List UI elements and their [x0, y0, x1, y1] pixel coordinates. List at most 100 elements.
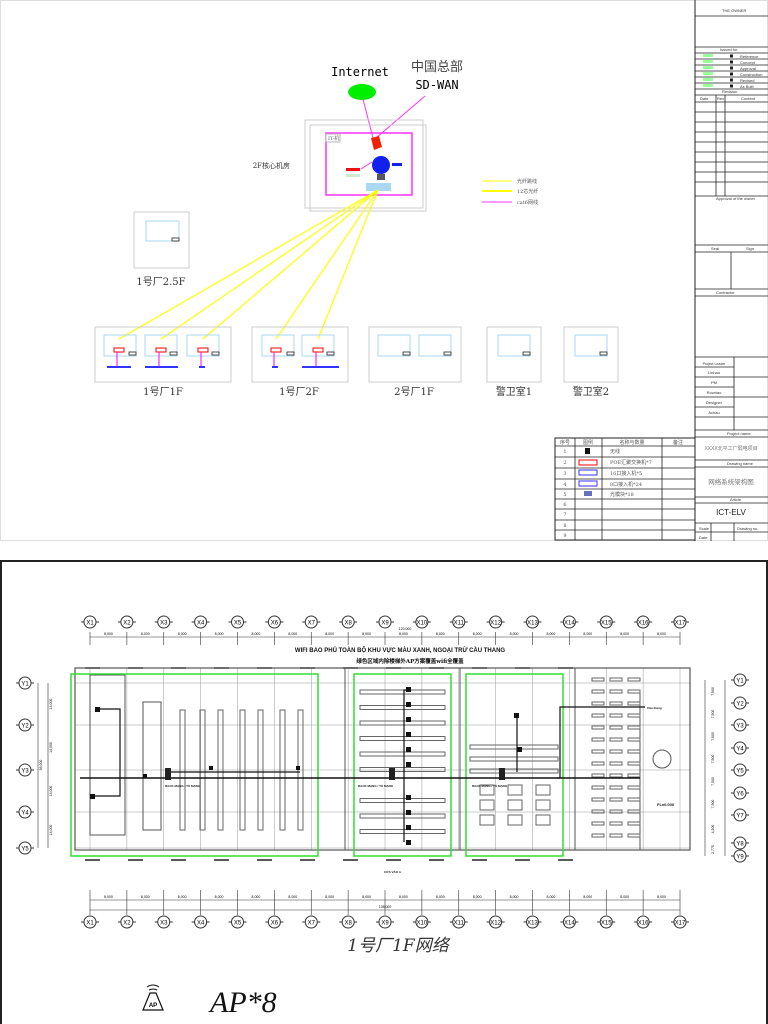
- axis-bubble: X16: [634, 915, 653, 929]
- table-row-name: 16口接入机*5: [610, 470, 642, 477]
- axis-label: X16: [638, 621, 649, 627]
- scale-label: Scale: [699, 526, 710, 531]
- axis-bubble: X5: [228, 915, 247, 929]
- guard-room-1: [486, 326, 542, 383]
- axis-label: X14: [564, 921, 575, 927]
- dimension-label: 8,000: [547, 632, 556, 636]
- issue-option: Approval: [740, 66, 756, 71]
- building-1-2-5f: [133, 211, 190, 269]
- desk: [591, 689, 605, 694]
- desk: [591, 797, 605, 802]
- dimension-label: 8,000: [141, 632, 150, 636]
- rev-rev-header: Rev: [717, 96, 724, 101]
- desk: [609, 809, 623, 814]
- desk: [591, 821, 605, 826]
- project-name-label: Project name: [727, 431, 751, 436]
- seal-label: Seal: [711, 246, 719, 251]
- axis-label: Y4: [736, 747, 744, 753]
- desk: [627, 797, 641, 802]
- table-header: 名称与数量: [619, 439, 644, 446]
- dimension-label: 8,000: [288, 632, 297, 636]
- axis-label: X2: [123, 621, 131, 627]
- axis-label: X1: [86, 921, 94, 927]
- guard-room-2: [563, 326, 619, 383]
- issue-checkbox[interactable]: [730, 60, 733, 64]
- axis-label: Y2: [21, 724, 29, 730]
- table-header: 序号: [560, 439, 570, 446]
- project-name: XXXX北平工厂弱电项目: [704, 445, 757, 452]
- dimension-label: 14,000: [49, 825, 53, 836]
- firewall-icon: [371, 136, 382, 150]
- storage-rack: [239, 709, 246, 831]
- building-label: 1号厂2F: [279, 386, 319, 398]
- drawing-no-label: Drawing no.: [737, 526, 758, 531]
- sign-label: Sign: [746, 246, 754, 251]
- desk: [609, 677, 623, 682]
- axis-label: Y9: [736, 855, 744, 861]
- workbench: [359, 813, 446, 819]
- table-row-name: POE汇聚交换机*7: [610, 459, 652, 466]
- ap-symbol-text: AP: [149, 1003, 157, 1009]
- storage-rack: [297, 709, 304, 831]
- axis-label: Y2: [736, 702, 744, 708]
- dimension-label: 8,000: [657, 632, 666, 636]
- machine: [479, 784, 495, 796]
- pm-name: Rowdao: [707, 390, 722, 395]
- axis-label: Y5: [736, 769, 744, 775]
- desk: [591, 833, 605, 838]
- workbench: [359, 705, 446, 710]
- axis-bubble: Y1: [16, 676, 34, 690]
- dimension-label: 8,000: [436, 632, 445, 636]
- revision-label: Revision: [722, 89, 737, 94]
- desk: [627, 821, 641, 826]
- building-1-1f: [94, 326, 232, 383]
- axis-bubble: X3: [154, 915, 173, 929]
- axis-label: X7: [308, 921, 316, 927]
- desk: [591, 713, 605, 718]
- axis-bubble: X3: [154, 615, 173, 629]
- issue-checkbox[interactable]: [730, 54, 733, 58]
- building-outline: [74, 667, 691, 851]
- axis-bubble: Y9: [731, 849, 749, 863]
- ap-markers: [90, 687, 522, 845]
- machine: [507, 784, 523, 796]
- desk: [591, 785, 605, 790]
- rack-label: IT-机: [328, 135, 339, 142]
- plan-frame: [0, 560, 768, 1024]
- drawing-name-label: Drawing name: [727, 461, 754, 466]
- dimension-label: 8,000: [620, 632, 629, 636]
- issue-checkbox[interactable]: [730, 78, 733, 82]
- axis-label: X4: [197, 621, 205, 627]
- table-row-number: 7: [563, 512, 566, 518]
- workbench: [359, 767, 446, 772]
- table-row-name: 8口接入机*24: [610, 481, 642, 488]
- axis-bubble: X10: [412, 615, 431, 629]
- internet-link: [362, 98, 374, 139]
- issue-checkbox[interactable]: [730, 84, 733, 88]
- machine: [535, 799, 551, 811]
- total-dimension: 135,000: [379, 905, 392, 909]
- axis-label: X15: [601, 921, 612, 927]
- desk: [627, 725, 641, 730]
- issue-option: Reference: [740, 54, 759, 59]
- desk: [609, 821, 623, 826]
- table-row-number: 2: [563, 460, 566, 466]
- server-icon: [346, 168, 360, 171]
- desk: [591, 701, 605, 706]
- access-switches: [107, 347, 339, 368]
- table-row-name: 光模块*18: [610, 491, 634, 498]
- axis-bubble: Y4: [16, 805, 34, 819]
- axis-bubble: X15: [597, 915, 616, 929]
- dimension-label: 8,000: [362, 895, 371, 899]
- issue-checkbox[interactable]: [730, 72, 733, 76]
- dimension-label: 7,500: [711, 710, 715, 719]
- axis-label: Y1: [736, 679, 744, 685]
- dimension-label: 8,000: [510, 895, 519, 899]
- cn-label-marker: [703, 84, 713, 87]
- axis-bubble: Y2: [16, 718, 34, 732]
- desk: [591, 809, 605, 814]
- table-row-number: 6: [563, 502, 566, 508]
- issue-checkbox[interactable]: [730, 66, 733, 70]
- dimension-label: 7,500: [711, 755, 715, 764]
- machine: [479, 814, 495, 826]
